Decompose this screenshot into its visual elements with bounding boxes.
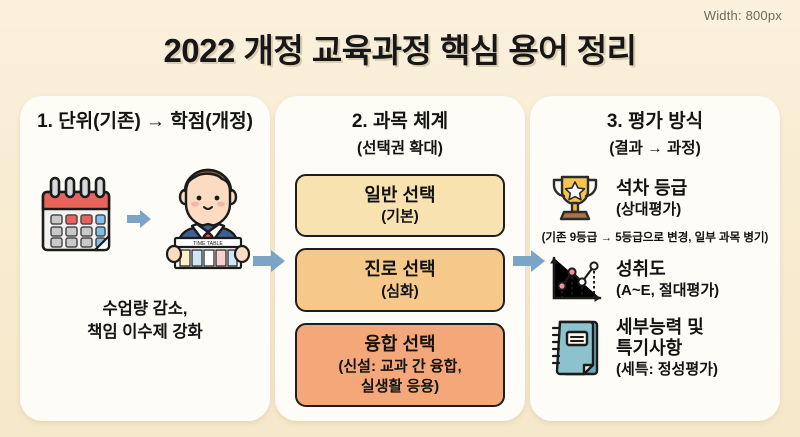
subject-box-fusion[interactable]: 융합 선택 (신설: 교과 간 융합, 실생활 응용) <box>295 323 505 408</box>
evaluation-item-detail-record: 세부능력 및 특기사항 (세특: 정성평가) <box>538 317 772 379</box>
card-subject-system: 2. 과목 체계 (선택권 확대) 일반 선택 (기본) 진로 선택 (심화) … <box>275 96 525 421</box>
card-3-title: 3. 평가 방식 <box>606 111 704 132</box>
subject-box-fusion-name: 융합 선택 <box>364 334 436 355</box>
evaluation-item-rank-note: (상대평가) <box>616 200 682 218</box>
notebook-icon <box>544 319 606 377</box>
page-title: 2022 개정 교육과정 핵심 용어 정리 <box>163 32 637 69</box>
line-chart-icon <box>544 251 606 309</box>
flow-arrow-right-icon <box>512 248 546 274</box>
evaluation-item-achievement-text: 성취도 (A~E, 절대평가) <box>616 259 772 300</box>
card-evaluation-method: 3. 평가 방식 (결과 → 과정) <box>530 96 780 421</box>
student-timetable-icon: TIME TABLE <box>156 162 260 275</box>
subject-box-fusion-note-line-1: (신설: 교과 간 융합, <box>338 357 462 375</box>
flow-arrow-right-icon <box>252 248 286 274</box>
evaluation-item-achievement-name: 성취도 <box>616 259 666 280</box>
evaluation-item-detail-record-note: (세특: 정성평가) <box>616 360 718 378</box>
cards-container: 1. 단위(기존) → 학점(개정) <box>0 96 800 421</box>
subject-box-list: 일반 선택 (기본) 진로 선택 (심화) 융합 선택 (신설: 교과 간 융합… <box>295 173 505 408</box>
card-1-illustration: TIME TABLE <box>30 160 260 278</box>
evaluation-item-achievement-note: (A~E, 절대평가) <box>616 281 720 299</box>
card-3-subtitle: (결과 → 과정) <box>609 139 701 157</box>
trophy-icon <box>544 170 606 228</box>
subject-box-general-note: (기본) <box>381 208 419 226</box>
card-1-footer-line-1: 수업량 감소, <box>102 299 188 318</box>
evaluation-item-detail-record-name-line-2: 특기사항 <box>616 338 683 359</box>
subject-box-career-name: 진로 선택 <box>364 259 436 280</box>
evaluation-item-rank-name: 석차 등급 <box>616 178 688 199</box>
subject-box-fusion-note-line-2: 실생활 응용) <box>360 377 440 395</box>
width-badge: Width: 800px <box>703 8 782 23</box>
evaluation-item-rank: 석차 등급 (상대평가) <box>538 170 772 228</box>
card-unit-to-credit: 1. 단위(기존) → 학점(개정) <box>20 96 270 421</box>
calendar-icon <box>30 170 122 267</box>
card-1-title: 1. 단위(기존) → 학점(개정) <box>37 111 253 132</box>
card-2-subtitle: (선택권 확대) <box>357 139 443 157</box>
subject-box-general-name: 일반 선택 <box>364 184 436 205</box>
timetable-label: TIME TABLE <box>193 241 223 247</box>
evaluation-item-detail-record-text: 세부능력 및 특기사항 (세특: 정성평가) <box>616 317 772 379</box>
evaluation-item-rank-text: 석차 등급 (상대평가) <box>616 178 772 219</box>
subject-box-general[interactable]: 일반 선택 (기본) <box>295 173 505 238</box>
card-1-footer-line-2: 책임 이수제 강화 <box>87 322 203 341</box>
subject-box-career-note: (심화) <box>381 282 419 300</box>
evaluation-item-list: 석차 등급 (상대평가) (기존 9등급 → 5등급으로 변경, 일부 과목 병… <box>538 170 772 379</box>
card-1-footer: 수업량 감소, 책임 이수제 강화 <box>87 298 202 345</box>
spacer <box>538 309 772 317</box>
evaluation-footnote: (기존 9등급 → 5등급으로 변경, 일부 과목 병기) <box>541 231 769 244</box>
evaluation-item-detail-record-name-line-1: 세부능력 및 <box>616 316 704 337</box>
card-2-title: 2. 과목 체계 <box>351 111 449 132</box>
subject-box-career[interactable]: 진로 선택 (심화) <box>295 248 505 313</box>
evaluation-item-achievement: 성취도 (A~E, 절대평가) <box>538 251 772 309</box>
arrow-right-icon <box>126 208 152 230</box>
